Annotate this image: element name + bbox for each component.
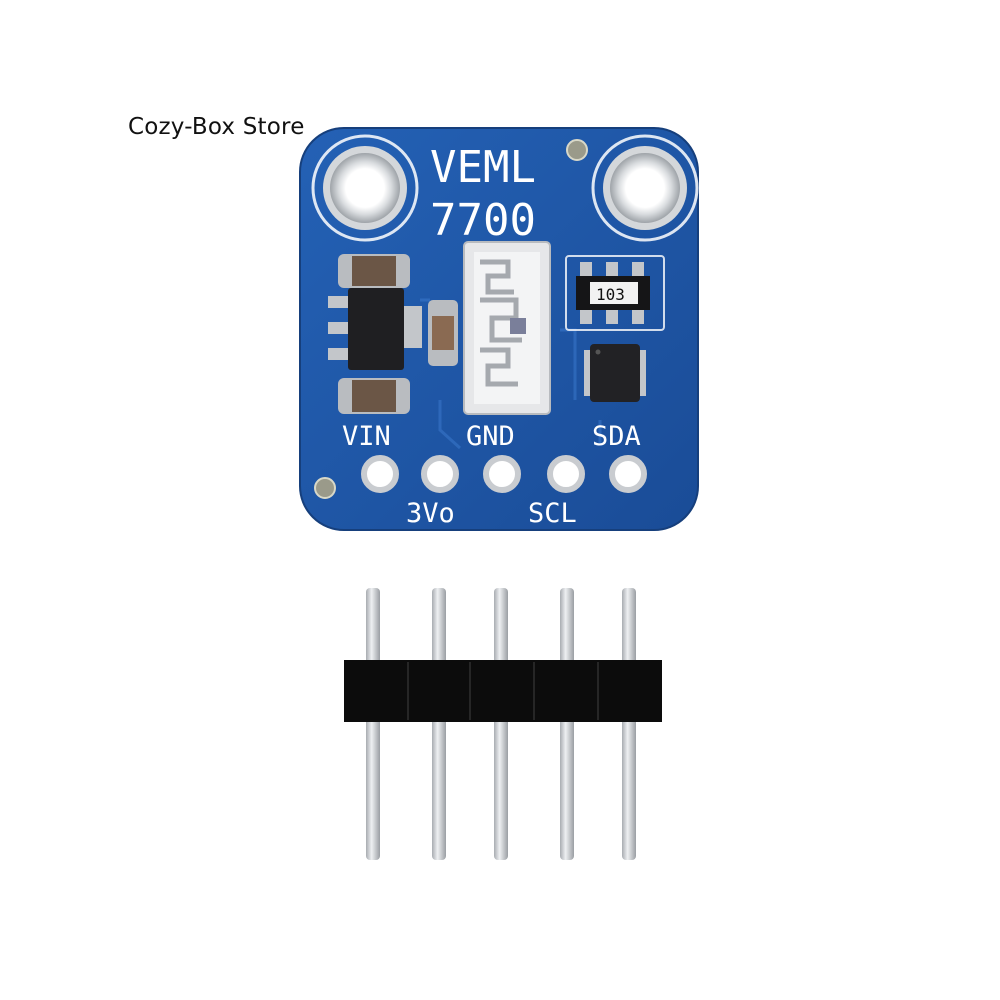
- header-pads: [361, 455, 647, 493]
- small-ic: [584, 344, 646, 402]
- marked-ic-103: 103: [565, 255, 665, 331]
- header-pin: [366, 588, 380, 860]
- header-segment-lines: [407, 662, 599, 720]
- pin-label-3vo: 3Vo: [406, 498, 455, 529]
- light-sensor-chip: [463, 241, 551, 415]
- store-watermark: Cozy-Box Store: [128, 114, 305, 140]
- header-pin: [494, 588, 508, 860]
- header-plastic-body: [344, 660, 662, 722]
- chip-marking: 103: [596, 285, 625, 304]
- mounting-hole-left: [311, 134, 419, 242]
- board-title-line2: 7700: [430, 195, 536, 246]
- mounting-hole-right: [591, 134, 699, 242]
- resistor: [428, 300, 458, 366]
- pin-label-scl: SCL: [528, 498, 577, 529]
- regulator-chip: [328, 288, 422, 370]
- pin-label-sda: SDA: [592, 421, 641, 452]
- header-pin: [622, 588, 636, 860]
- pin-label-vin: VIN: [342, 421, 391, 452]
- pin-label-gnd: GND: [466, 421, 515, 452]
- pcb-board: VEML 7700: [299, 127, 699, 531]
- fiducial-bottom: [314, 477, 336, 499]
- header-pin: [432, 588, 446, 860]
- fiducial-top: [566, 139, 588, 161]
- board-title-line1: VEML: [430, 142, 536, 193]
- header-pin: [560, 588, 574, 860]
- pin-header: [344, 588, 662, 860]
- capacitor-top: [338, 254, 410, 288]
- capacitor-bottom: [338, 378, 410, 414]
